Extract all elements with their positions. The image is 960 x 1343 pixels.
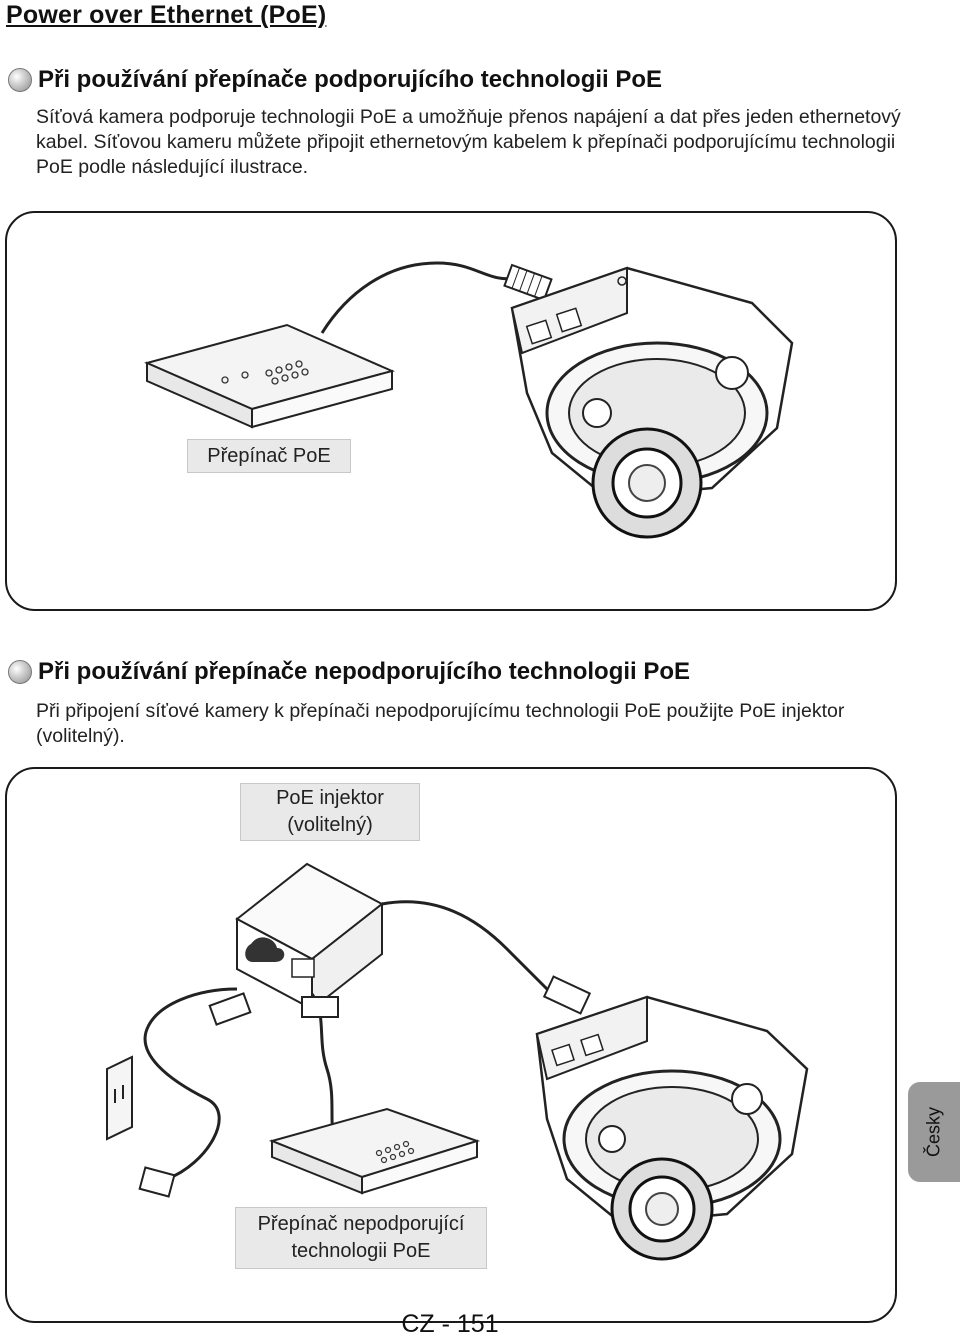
poe-switch-illustration: [144, 261, 794, 539]
diagram-poe-switch: Přepínač PoE: [5, 211, 897, 611]
ethernet-cable: [320, 261, 518, 334]
poe-injector-illustration: [106, 862, 809, 1261]
section2-heading: Při používání přepínače nepodporujícího …: [8, 658, 690, 686]
section2-heading-text: Při používání přepínače nepodporujícího …: [38, 658, 691, 685]
diagram-poe-injector: PoE injektor (volitelný) Přepínač nepodp…: [5, 767, 897, 1323]
poe-injector-label-line2: (volitelný): [287, 814, 373, 836]
page-number: CZ - 151: [401, 1310, 499, 1338]
wall-outlet-icon: [106, 1055, 133, 1141]
non-poe-switch-label: Přepínač nepodporující technologii PoE: [235, 1207, 487, 1269]
section1-heading: Při používání přepínače podporujícího te…: [8, 66, 662, 94]
rj45-plug-icon: [503, 263, 553, 302]
language-tab: Česky: [908, 1082, 960, 1182]
dome-camera-icon: [510, 266, 794, 539]
non-poe-switch-label-line2: technologii PoE: [291, 1240, 431, 1262]
bullet-icon: [8, 68, 32, 92]
network-switch-icon: [144, 323, 395, 429]
section1-paragraph: Síťová kamera podporuje technologii PoE …: [36, 106, 901, 178]
poe-injector-icon: [235, 862, 384, 1012]
poe-injector-label: PoE injektor (volitelný): [240, 783, 420, 841]
non-poe-switch-label-line1: Přepínač nepodporující: [257, 1213, 465, 1235]
rj45-plug-icon: [301, 975, 592, 1018]
language-tab-text: Česky: [923, 1106, 944, 1158]
bullet-icon: [8, 660, 32, 684]
ethernet-cable-camera: [381, 900, 554, 996]
network-switch-icon: [268, 1107, 481, 1195]
poe-switch-label: Přepínač PoE: [187, 439, 351, 473]
poe-injector-label-line1: PoE injektor: [276, 787, 384, 809]
page-title: Power over Ethernet (PoE): [6, 1, 327, 29]
section2-paragraph: Při připojení síťové kamery k přepínači …: [36, 700, 845, 747]
section1-heading-text: Při používání přepínače podporujícího te…: [38, 66, 663, 93]
power-plug-icon: [138, 992, 252, 1198]
power-cable: [143, 987, 238, 1181]
dome-camera-icon: [535, 995, 809, 1261]
